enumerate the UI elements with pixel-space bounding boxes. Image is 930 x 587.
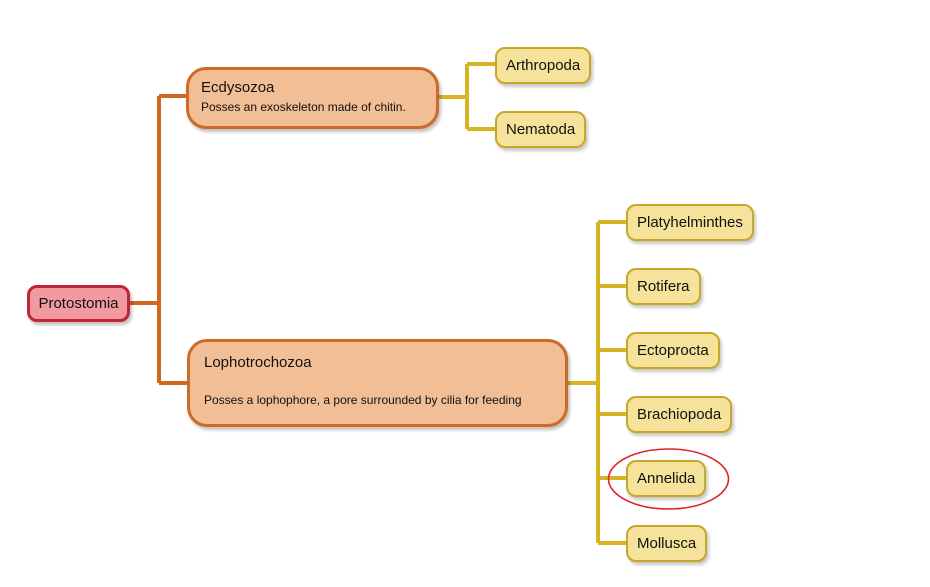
group-title: Lophotrochozoa: [204, 354, 312, 371]
group-title: Ecdysozoa: [201, 79, 275, 96]
group-node-lophotrochozoa[interactable]: Lophotrochozoa Posses a lophophore, a po…: [187, 339, 568, 427]
leaf-label: Mollusca: [637, 535, 697, 552]
leaf-node-nematoda[interactable]: Nematoda: [495, 111, 587, 148]
group-description: Posses an exoskeleton made of chitin.: [201, 100, 406, 114]
leaf-label: Ectoprocta: [637, 342, 709, 359]
highlight-circle-annotation: [607, 448, 730, 510]
leaf-label: Annelida: [637, 470, 696, 487]
leaf-node-arthropoda[interactable]: Arthropoda: [495, 47, 592, 84]
leaf-node-mollusca[interactable]: Mollusca: [626, 525, 708, 562]
root-label: Protostomia: [38, 295, 119, 312]
leaf-node-rotifera[interactable]: Rotifera: [626, 268, 701, 305]
leaf-node-annelida[interactable]: Annelida: [626, 460, 707, 497]
leaf-node-ectoprocta[interactable]: Ectoprocta: [626, 332, 720, 369]
leaf-label: Arthropoda: [506, 57, 581, 74]
group-node-ecdysozoa[interactable]: Ecdysozoa Posses an exoskeleton made of …: [186, 67, 439, 129]
leaf-label: Rotifera: [637, 278, 690, 295]
leaf-label: Platyhelminthes: [637, 214, 743, 231]
group-description: Posses a lophophore, a pore surrounded b…: [204, 393, 522, 407]
leaf-label: Brachiopoda: [637, 406, 722, 423]
root-node-protostomia[interactable]: Protostomia: [27, 285, 130, 322]
leaf-node-brachiopoda[interactable]: Brachiopoda: [626, 396, 733, 433]
leaf-node-platyhelminthes[interactable]: Platyhelminthes: [626, 204, 754, 241]
leaf-label: Nematoda: [506, 121, 576, 138]
